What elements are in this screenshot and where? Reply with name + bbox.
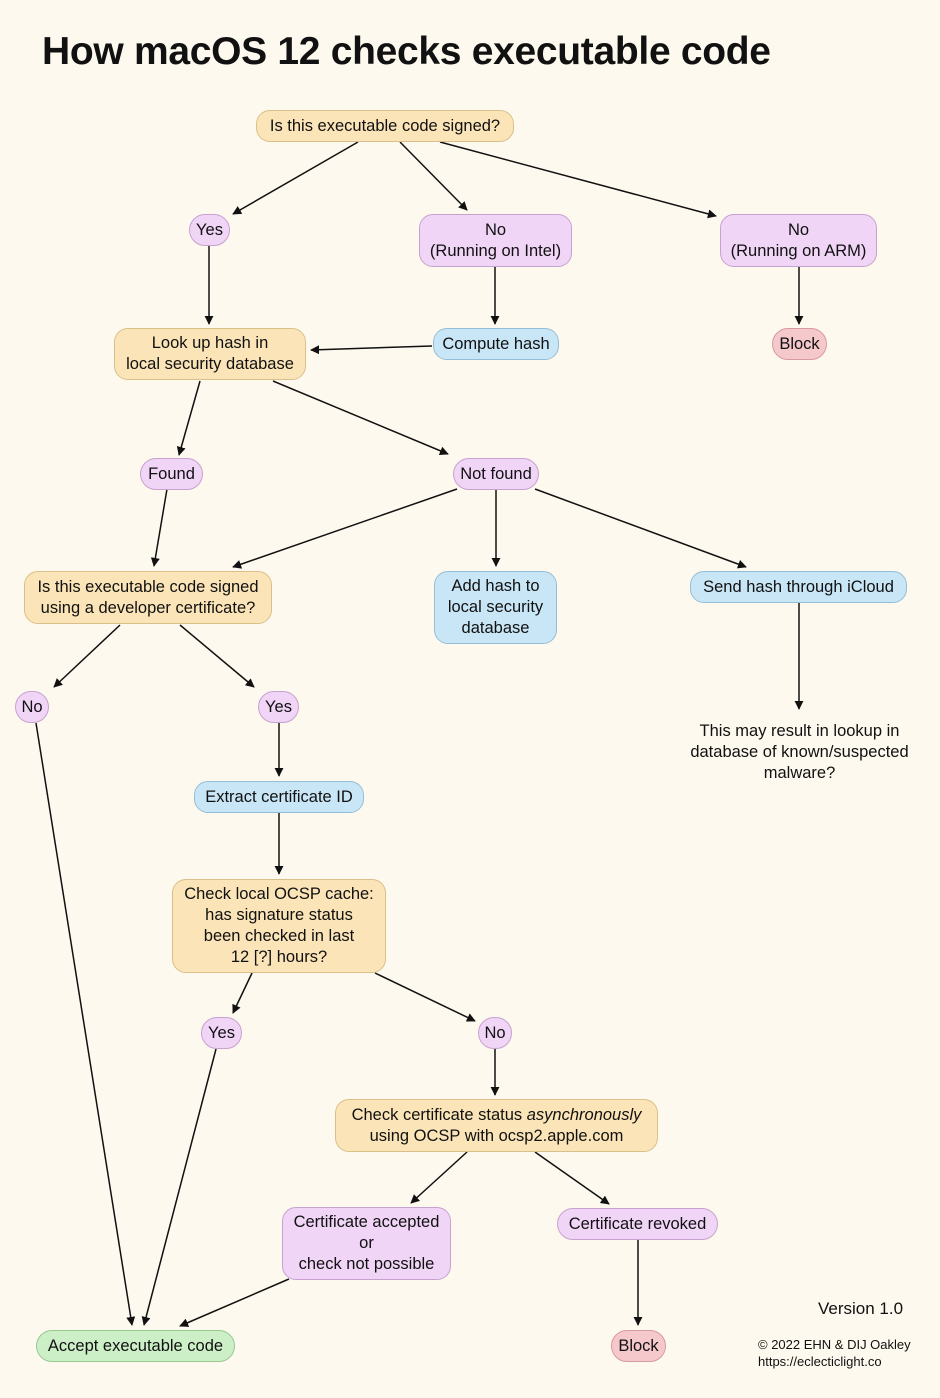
node-yes-developer-certificate: Yes (258, 691, 299, 723)
arrow (399, 141, 468, 211)
node-no-running-on-arm: No (Running on ARM) (720, 214, 877, 267)
copyright-block: © 2022 EHN & DIJ Oakley https://eclectic… (758, 1336, 911, 1370)
node-no-ocsp-cached: No (478, 1017, 512, 1049)
arrow (141, 1048, 217, 1326)
arrow (232, 488, 458, 569)
arrow (410, 1151, 468, 1204)
node-block-arm: Block (772, 328, 827, 360)
page-title: How macOS 12 checks executable code (42, 30, 771, 73)
arrow (176, 380, 201, 456)
node-yes-signed: Yes (189, 214, 230, 246)
ocsp-check-server: using OCSP with ocsp2.apple.com (369, 1126, 624, 1145)
arrow (150, 488, 168, 567)
node-block-revoked: Block (611, 1330, 666, 1362)
arrow (53, 624, 121, 688)
node-ocsp-cache-question: Check local OCSP cache: has signature st… (172, 879, 386, 973)
copyright-text: © 2022 EHN & DIJ Oakley (758, 1337, 911, 1352)
version-label: Version 1.0 (818, 1299, 904, 1318)
node-developer-certificate-question: Is this executable code signed using a d… (24, 571, 272, 624)
node-found: Found (140, 458, 203, 490)
arrow (272, 380, 449, 456)
arrow (35, 722, 136, 1326)
node-yes-ocsp-cached: Yes (201, 1017, 242, 1049)
icloud-malware-note: This may result in lookup in database of… (690, 722, 909, 782)
ocsp-check-emphasis: asynchronously (526, 1105, 642, 1124)
arrow (310, 345, 433, 355)
ocsp-check-text: Check certificate status (351, 1105, 527, 1124)
node-extract-certificate-id: Extract certificate ID (194, 781, 364, 813)
source-url: https://eclecticlight.co (758, 1354, 882, 1369)
node-check-certificate-status-ocsp: Check certificate status asynchronously u… (335, 1099, 658, 1152)
node-lookup-hash: Look up hash in local security database (114, 328, 306, 380)
arrow (179, 624, 255, 688)
node-certificate-accepted: Certificate accepted or check not possib… (282, 1207, 451, 1280)
arrow (439, 141, 717, 219)
node-add-hash: Add hash to local security database (434, 571, 557, 644)
node-compute-hash: Compute hash (433, 328, 559, 360)
node-not-found: Not found (453, 458, 539, 490)
arrow (534, 1151, 610, 1205)
arrow (534, 488, 747, 569)
arrow (232, 972, 253, 1014)
node-code-signed-question: Is this executable code signed? (256, 110, 514, 142)
node-certificate-revoked: Certificate revoked (557, 1208, 718, 1240)
arrow (179, 1278, 290, 1327)
node-accept-executable-code: Accept executable code (36, 1330, 235, 1362)
node-no-running-on-intel: No (Running on Intel) (419, 214, 572, 267)
node-send-hash-icloud: Send hash through iCloud (690, 571, 907, 603)
arrow (232, 141, 359, 215)
node-no-developer-certificate: No (15, 691, 49, 723)
arrow (374, 972, 476, 1022)
